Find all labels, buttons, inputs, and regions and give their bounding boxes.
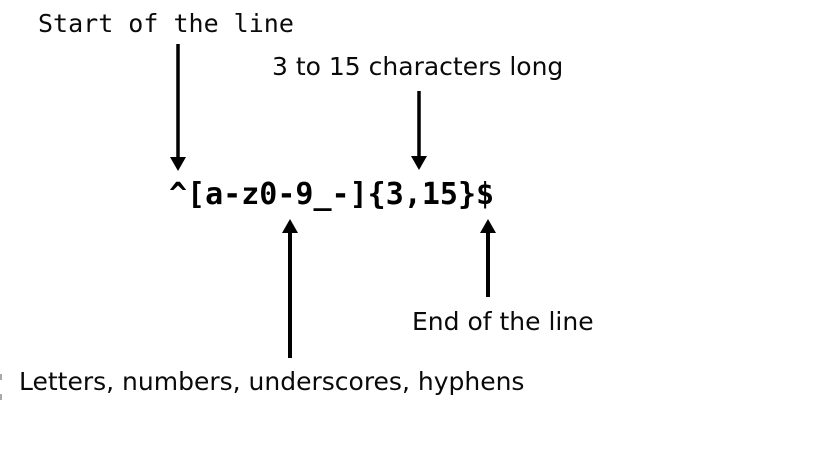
charset-label: Letters, numbers, underscores, hyphens	[19, 367, 525, 396]
end-arrow-icon	[480, 219, 496, 297]
length-label: 3 to 15 characters long	[272, 52, 564, 81]
left-edge-artifact	[0, 374, 2, 380]
regex-pattern-text: ^[a-z0-9_-]{3,15}$	[169, 177, 495, 212]
left-edge-artifact	[0, 394, 2, 400]
start-arrow-icon	[170, 44, 186, 171]
charset-arrow-icon	[282, 219, 298, 358]
length-arrow-icon	[411, 91, 427, 170]
end-of-line-label: End of the line	[412, 307, 594, 336]
start-of-line-label: Start of the line	[38, 9, 294, 38]
